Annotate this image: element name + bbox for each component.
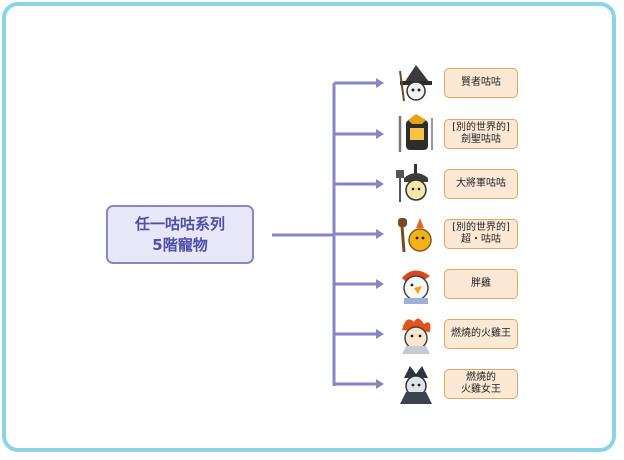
leaf-label: 賢者咕咕 <box>461 77 501 88</box>
branch-arrowhead <box>376 279 384 289</box>
wizard-gugu-icon <box>399 65 432 102</box>
branch-arrowhead <box>376 379 384 389</box>
leaf-node: 燃燒的火雞王 <box>444 319 518 349</box>
leaf-label: 大將軍咕咕 <box>456 178 506 189</box>
general-gugu-icon <box>396 164 428 202</box>
root-node: 任一咕咕系列 5階寵物 <box>106 205 254 264</box>
branch-arrowhead <box>376 78 384 88</box>
leaf-label: 劍聖咕咕 <box>461 134 501 145</box>
leaf-node: 燃燒的火雞女王 <box>444 369 518 399</box>
leaf-node: [別的世界的]超・咕咕 <box>444 219 518 249</box>
flame-chicken-queen-icon <box>400 366 432 404</box>
leaf-label: 燃燒的 <box>466 372 496 383</box>
leaf-node: [別的世界的]劍聖咕咕 <box>444 119 518 149</box>
branch-arrowhead <box>376 129 384 139</box>
root-title-line1: 任一咕咕系列 <box>134 214 225 233</box>
leaf-label: 超・咕咕 <box>461 234 501 245</box>
sword-saint-gugu-icon <box>398 114 433 152</box>
fat-chicken-icon <box>402 270 430 304</box>
leaf-node: 胖雞 <box>444 269 518 299</box>
branch-arrowhead <box>376 329 384 339</box>
leaf-label: 胖雞 <box>471 278 491 289</box>
leaf-label: [別的世界的] <box>452 222 510 233</box>
leaf-node: 大將軍咕咕 <box>444 169 518 199</box>
root-title-line2: 5階寵物 <box>152 235 208 254</box>
leaf-label: [別的世界的] <box>452 122 510 133</box>
flame-chicken-king-icon <box>402 318 431 354</box>
leaf-label: 火雞女王 <box>461 384 501 395</box>
leaf-label: 燃燒的火雞王 <box>451 328 511 339</box>
branch-arrowhead <box>376 229 384 239</box>
branch-arrowhead <box>376 179 384 189</box>
super-gugu-icon <box>398 218 432 253</box>
leaf-node: 賢者咕咕 <box>444 68 518 98</box>
